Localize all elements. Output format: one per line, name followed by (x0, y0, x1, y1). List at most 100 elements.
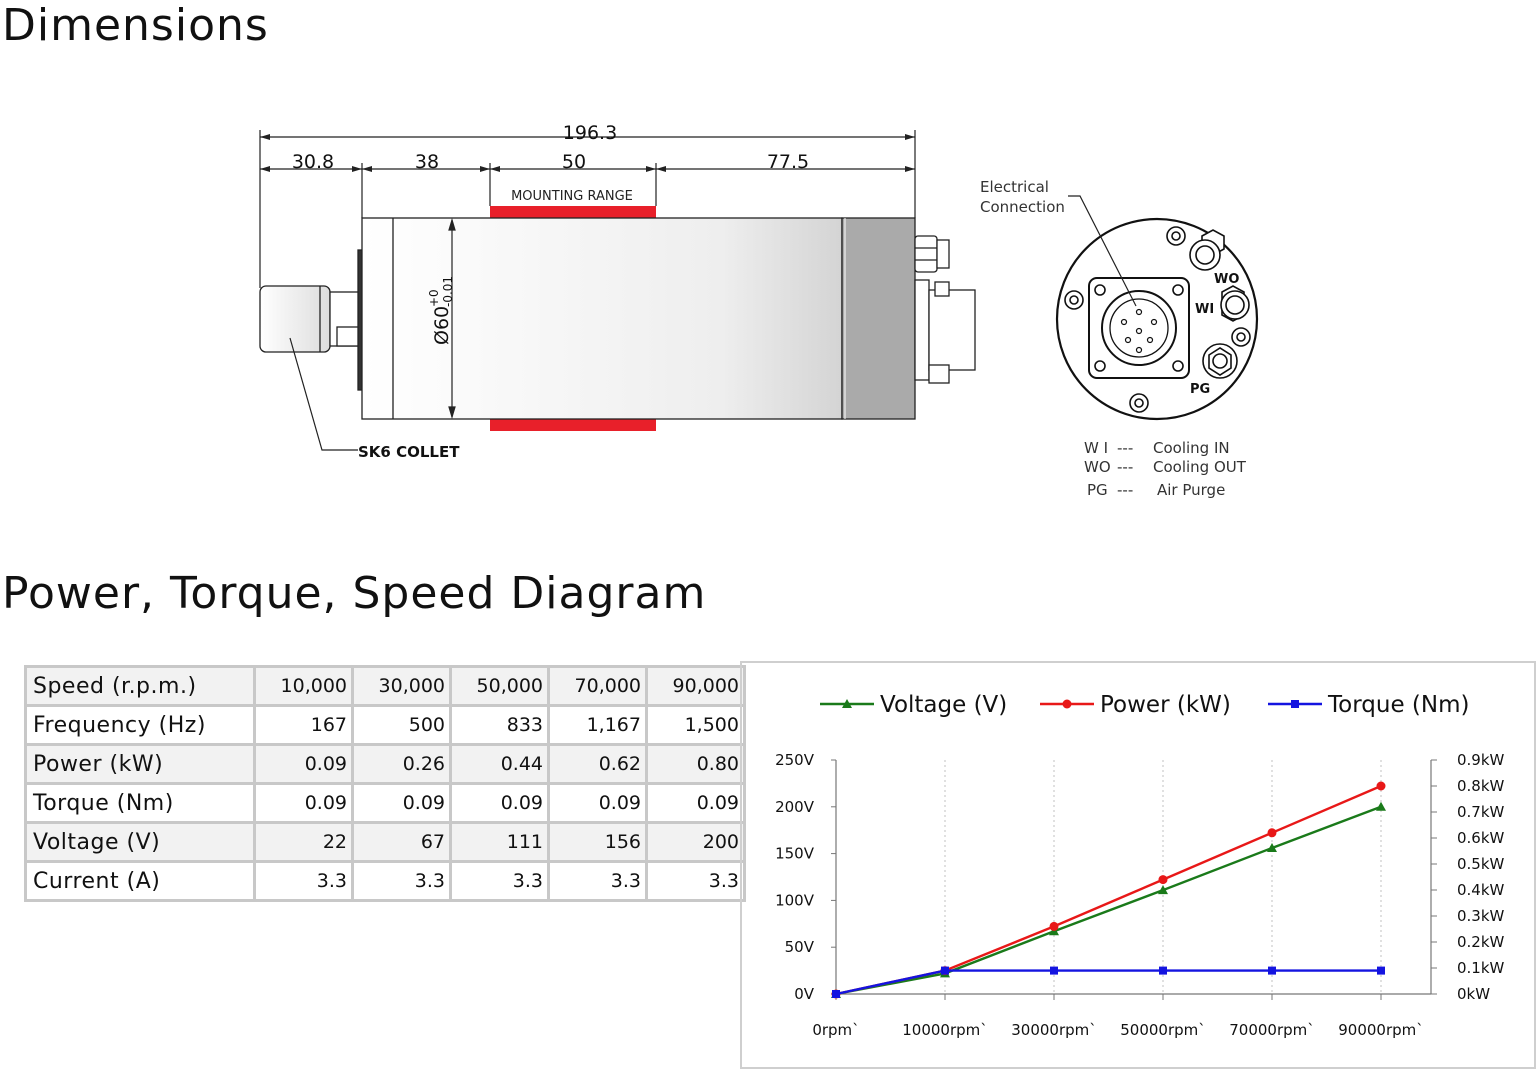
table-row: Power (kW) 0.09 0.26 0.44 0.62 0.80 (24, 743, 746, 785)
spindle-body (361, 217, 916, 420)
table-row: Voltage (V) 22 67 111 156 200 (24, 821, 746, 863)
legend-power-label: Power (kW) (1100, 692, 1231, 718)
port-wi-label: WI (1195, 302, 1214, 317)
table-cell: 0.09 (253, 782, 354, 824)
diagram-heading: Power, Torque, Speed Diagram (2, 568, 707, 619)
y-right-tick-label: 0.3kW (1457, 907, 1505, 925)
row-label: Current (A) (24, 860, 256, 902)
rear-fittings (914, 235, 976, 384)
legend-desc-wi: Cooling IN (1153, 439, 1230, 457)
legend-code-wo: WO (1084, 458, 1111, 476)
power-series-line (835, 784, 1382, 996)
collet-leader (289, 337, 358, 451)
table-cell: 70,000 (547, 665, 648, 707)
table-cell: 200 (645, 821, 746, 863)
x-tick-label: 50000rpm` (1120, 1021, 1206, 1039)
power-point (1267, 828, 1277, 838)
table-row: Speed (r.p.m.) 10,000 30,000 50,000 70,0… (24, 665, 746, 707)
chart-canvas: 0V 50V 100V 150V 200V 250V 0kW 0.1kW 0.2kW 0.3kW 0… (775, 692, 1505, 1039)
table-row: Current (A) 3.3 3.3 3.3 3.3 3.3 (24, 860, 746, 902)
table-cell: 50,000 (449, 665, 550, 707)
table-cell: 3.3 (547, 860, 648, 902)
y-left-tick-label: 250V (775, 751, 815, 769)
table-cell: 0.09 (547, 782, 648, 824)
diameter-dimension (448, 217, 456, 420)
table-cell: 1,500 (645, 704, 746, 746)
table-cell: 0.09 (351, 782, 452, 824)
y-left-tick-label: 100V (775, 891, 815, 909)
dimension-arrows (260, 134, 915, 172)
row-label: Frequency (Hz) (24, 704, 256, 746)
legend-desc-wo: Cooling OUT (1153, 458, 1247, 476)
legend-torque-marker (1291, 700, 1299, 708)
dim-d-label: 77.5 (767, 151, 809, 173)
legend-power-marker (1062, 699, 1072, 709)
y-left-tick-label: 200V (775, 798, 815, 816)
voltage-point (1267, 842, 1277, 852)
diameter-label: Ø60 (431, 306, 453, 345)
table-cell: 156 (547, 821, 648, 863)
electrical-leader (1068, 195, 1137, 307)
dim-b-label: 38 (415, 151, 439, 173)
table-cell: 3.3 (253, 860, 354, 902)
table-cell: 0.62 (547, 743, 648, 785)
x-tick-label: 90000rpm` (1338, 1021, 1424, 1039)
y-right-tick-label: 0.4kW (1457, 881, 1505, 899)
torque-series-line (835, 969, 1381, 996)
x-tick-label: 0rpm` (812, 1021, 859, 1039)
table-cell: 833 (449, 704, 550, 746)
table-row: Frequency (Hz) 167 500 833 1,167 1,500 (24, 704, 746, 746)
row-label: Speed (r.p.m.) (24, 665, 256, 707)
row-label: Torque (Nm) (24, 782, 256, 824)
x-tick-label: 10000rpm` (902, 1021, 988, 1039)
legend-dash-wi: --- (1117, 439, 1133, 457)
power-point (1049, 921, 1059, 931)
torque-point (941, 966, 949, 975)
legend-code-wi: W I (1084, 439, 1108, 457)
table-cell: 3.3 (351, 860, 452, 902)
y-right-tick-label: 0kW (1457, 985, 1490, 1003)
legend-code-pg: PG (1087, 481, 1108, 499)
table-cell: 3.3 (449, 860, 550, 902)
torque-point (832, 990, 840, 998)
spindle-dimension-drawing: 196.3 30.8 38 50 77.5 MOUNTING RANGE Ø60… (259, 122, 1259, 499)
voltage-point (1376, 801, 1386, 811)
table-cell: 0.80 (645, 743, 746, 785)
y-left-tick-label: 0V (794, 985, 815, 1003)
table-cell: 0.09 (645, 782, 746, 824)
collet-label: SK6 COLLET (358, 443, 460, 461)
legend-desc-pg: Air Purge (1157, 481, 1225, 499)
y-right-tick-label: 0.7kW (1457, 803, 1505, 821)
dim-total-label: 196.3 (563, 122, 617, 144)
tolerance-lower: -0.01 (441, 276, 455, 307)
mounting-range-bottom (490, 419, 656, 431)
table-cell: 1,167 (547, 704, 648, 746)
table-cell: 67 (351, 821, 452, 863)
port-pg-label: PG (1190, 382, 1210, 397)
y-left-tick-label: 50V (785, 938, 815, 956)
power-point (1376, 781, 1386, 791)
dimensions-heading: Dimensions (2, 0, 269, 51)
legend-dash-wo: --- (1117, 458, 1133, 476)
torque-point (1050, 966, 1058, 975)
voltage-point (1158, 885, 1168, 895)
power-torque-speed-chart: 0V 50V 100V 150V 200V 250V 0kW 0.1kW 0.2kW 0.3kW 0… (740, 661, 1536, 1069)
electrical-label-line2: Connection (980, 198, 1065, 216)
table-cell: 30,000 (351, 665, 452, 707)
legend-voltage-label: Voltage (V) (880, 692, 1007, 718)
legend-voltage-marker (842, 699, 852, 708)
legend-torque-label: Torque (Nm) (1327, 692, 1469, 718)
x-tick-label: 70000rpm` (1229, 1021, 1315, 1039)
torque-point (1377, 966, 1385, 975)
y-right-tick-label: 0.8kW (1457, 777, 1505, 795)
y-right-tick-label: 0.1kW (1457, 959, 1505, 977)
tolerance-upper: +0 (427, 289, 441, 307)
power-point (1158, 875, 1168, 885)
y-right-tick-label: 0.2kW (1457, 933, 1505, 951)
torque-point (1159, 966, 1167, 975)
table-cell: 500 (351, 704, 452, 746)
y-left-tick-label: 150V (775, 845, 815, 863)
legend-dash-pg: --- (1117, 481, 1133, 499)
row-label: Voltage (V) (24, 821, 256, 863)
mounting-range-top (490, 206, 656, 218)
